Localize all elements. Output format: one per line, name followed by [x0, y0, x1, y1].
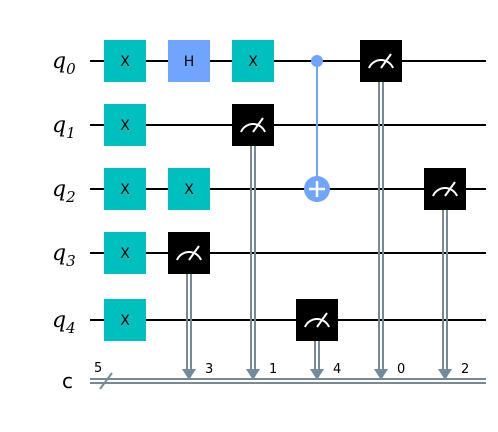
gates-layer: X X X X X H X X	[104, 40, 466, 341]
qubit-label-1: q1	[52, 113, 76, 142]
measure-bit-label: 3	[205, 362, 213, 377]
meter-arc-icon	[176, 251, 202, 261]
meter-arc-icon	[432, 187, 458, 197]
meter-needle-icon	[188, 245, 200, 261]
h-gate-box	[168, 40, 210, 82]
measure-arrow-icon	[182, 369, 196, 380]
x-gate-label: X	[120, 313, 130, 329]
x-gate-label: X	[120, 246, 130, 262]
x-gate-box	[232, 40, 274, 82]
qubit-label-2: q2	[52, 177, 76, 206]
cnot-control-dot	[311, 55, 323, 67]
measure-arrow-icon	[438, 369, 452, 380]
meter-arc-icon	[368, 59, 394, 69]
classical-bundle-slash	[99, 372, 113, 390]
x-gate-box	[104, 168, 146, 210]
measure-bit-label: 2	[461, 362, 469, 377]
classical-register-label: c	[62, 369, 73, 393]
meter-needle-icon	[252, 117, 264, 133]
qubit-label-index: 2	[65, 188, 76, 206]
x-gate-label: X	[120, 54, 130, 70]
measure-arrow-icon	[310, 369, 324, 380]
measure-bit-label: 1	[269, 362, 277, 377]
measure-arrow-icon	[246, 369, 260, 380]
qubit-label-4: q4	[52, 308, 76, 337]
measure-arrow-icon	[374, 369, 388, 380]
measure-gate-box	[232, 104, 274, 146]
qubit-label-name: q	[52, 241, 66, 266]
qubit-label-0: q0	[52, 49, 76, 78]
meter-needle-icon	[316, 312, 328, 328]
x-gate-box	[104, 232, 146, 274]
meter-needle-icon	[380, 53, 392, 69]
meter-arc-icon	[304, 318, 330, 328]
measure-bit-label: 0	[397, 362, 405, 377]
wires-layer	[90, 60, 486, 390]
classical-size-label: 5	[94, 361, 102, 376]
qubit-label-index: 3	[66, 252, 76, 270]
connectors-layer	[182, 61, 452, 380]
x-gate-label: X	[248, 54, 258, 70]
x-gate-label: X	[184, 182, 194, 198]
meter-needle-icon	[444, 181, 456, 197]
meter-arc-icon	[240, 123, 266, 133]
qubit-label-index: 0	[66, 60, 76, 78]
x-gate-label: X	[120, 118, 130, 134]
qubit-label-index: 1	[66, 124, 76, 142]
measure-bit-label: 4	[333, 362, 341, 377]
x-gate-label: X	[120, 182, 130, 198]
qubit-label-name: q	[52, 177, 66, 202]
x-gate-box	[104, 40, 146, 82]
x-gate-box	[168, 168, 210, 210]
qubit-label-index: 4	[65, 319, 76, 337]
h-gate-label: H	[184, 54, 195, 70]
qubit-label-3: q3	[52, 241, 76, 270]
qubit-label-name: q	[52, 308, 66, 333]
qubit-label-name: q	[52, 49, 66, 74]
x-gate-box	[104, 104, 146, 146]
qubit-label-name: q	[52, 113, 66, 138]
x-gate-box	[104, 299, 146, 341]
